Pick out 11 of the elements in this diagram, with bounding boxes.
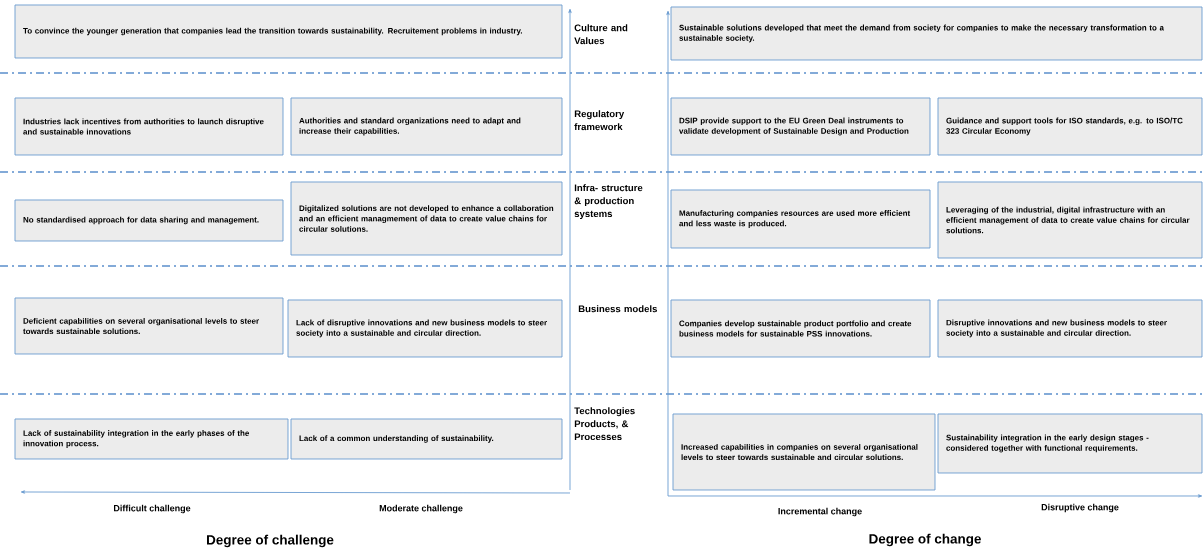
axis-label: Incremental change bbox=[778, 507, 862, 517]
row-label: Culture and Values bbox=[574, 24, 628, 45]
axis-label: Disruptive change bbox=[1041, 503, 1119, 513]
row-label: Business models bbox=[578, 305, 657, 313]
axis-label: Moderate challenge bbox=[379, 504, 463, 514]
row-label: Technologies Products, & Processes bbox=[574, 407, 635, 441]
row-label: Infra- structure & production systems bbox=[574, 184, 643, 219]
axis-label: Difficult challenge bbox=[114, 504, 191, 514]
axis-title: Degree of challenge bbox=[207, 534, 334, 548]
row-label: Regulatory framework bbox=[574, 110, 625, 131]
axis-title: Degree of change bbox=[869, 533, 981, 547]
